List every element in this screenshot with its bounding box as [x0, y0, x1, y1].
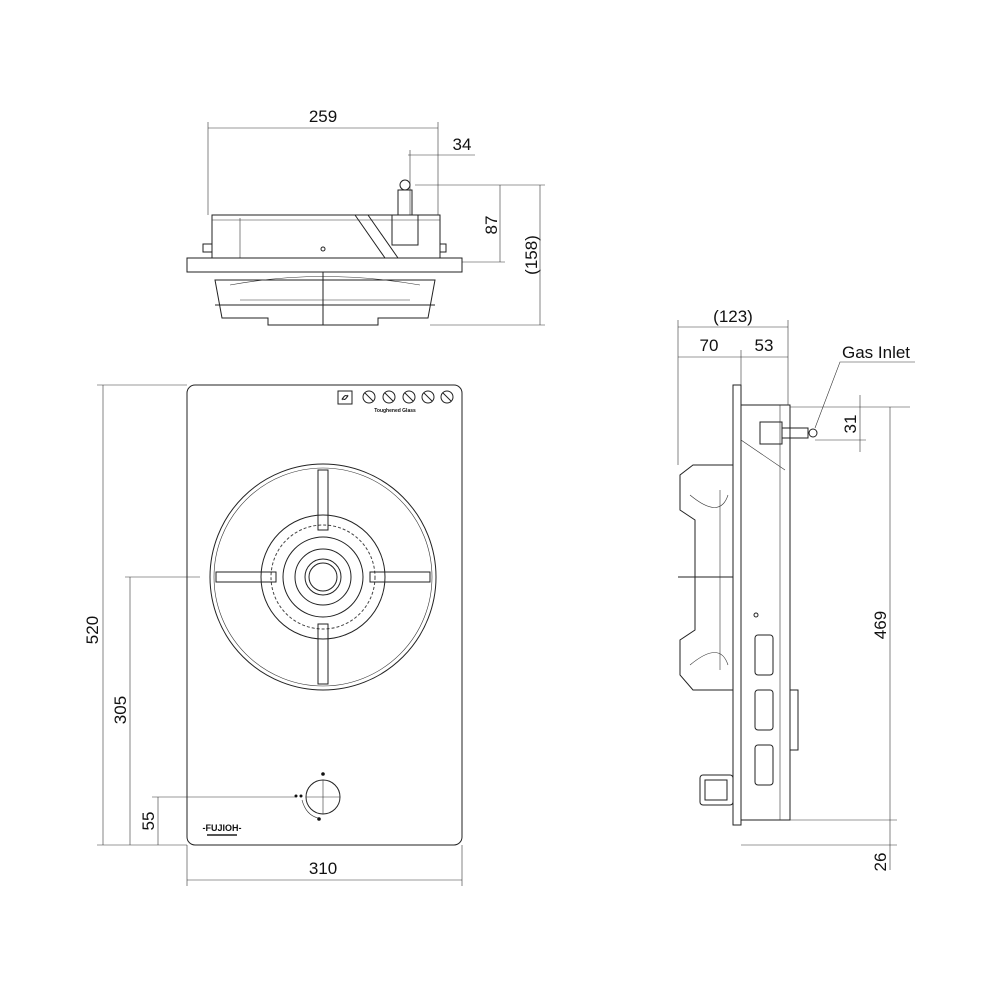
dim-26: 26 — [871, 853, 890, 872]
symbol-box-icon — [337, 390, 353, 405]
dim-158: (158) — [522, 235, 541, 275]
dim-34: 34 — [453, 135, 472, 154]
brand-logo: -FUJIOH- — [203, 823, 242, 833]
control-knob — [294, 772, 341, 821]
dim-259: 259 — [309, 107, 337, 126]
burner — [209, 463, 437, 691]
gas-inlet-label: Gas Inlet — [842, 343, 910, 362]
top-elevation-view: 259 34 87 (158) — [186, 107, 545, 326]
dim-123: (123) — [713, 307, 753, 326]
front-view: Toughened Glass — [83, 384, 463, 886]
dim-53: 53 — [755, 336, 774, 355]
dim-55: 55 — [139, 812, 158, 831]
dim-305: 305 — [111, 696, 130, 724]
dim-70: 70 — [700, 336, 719, 355]
dim-310: 310 — [309, 859, 337, 878]
dim-87: 87 — [482, 216, 501, 235]
no-pan-icon — [402, 390, 416, 404]
glass-top-outline — [186, 384, 463, 846]
dim-520: 520 — [83, 616, 102, 644]
glass-label: Toughened Glass — [374, 408, 416, 414]
no-pan-icon — [421, 390, 435, 404]
no-pan-icon — [362, 390, 376, 404]
side-view: (123) 70 53 Gas Inlet 31 469 26 — [677, 307, 915, 872]
safety-icons: Toughened Glass — [337, 390, 454, 414]
dim-31: 31 — [841, 415, 860, 434]
dim-469: 469 — [871, 611, 890, 639]
no-pan-icon — [440, 390, 454, 404]
no-pan-icon — [382, 390, 396, 404]
